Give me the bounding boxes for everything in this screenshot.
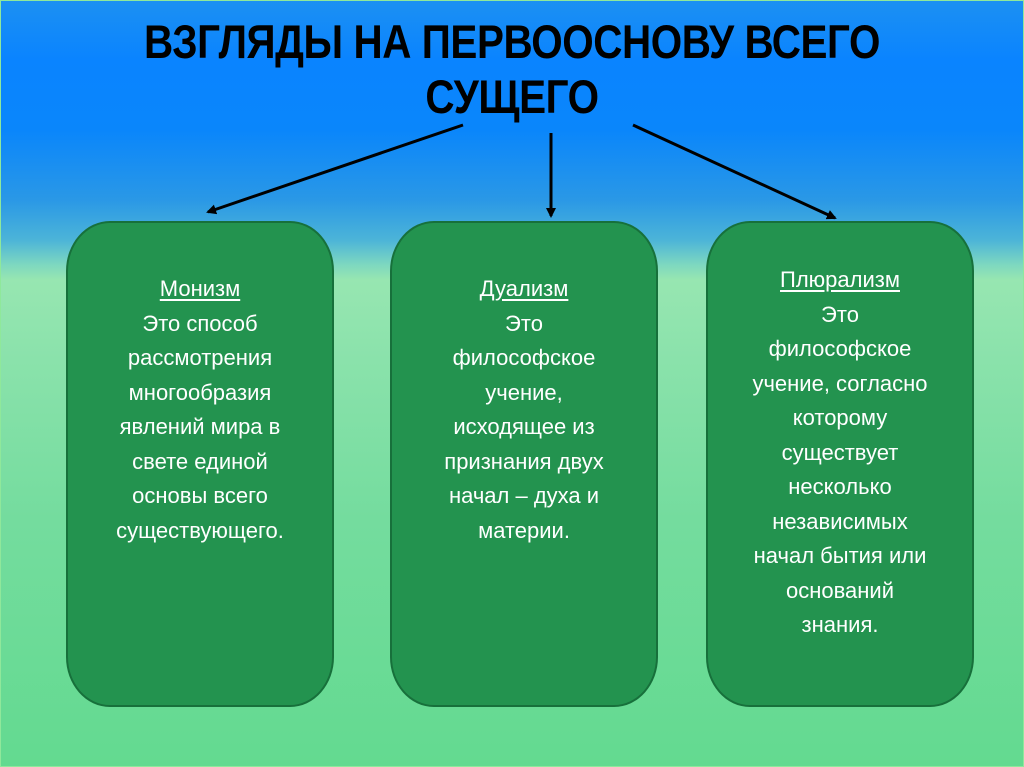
monism-text-line: рассмотрения — [127, 345, 273, 370]
pluralism-heading: Плюрализм — [780, 267, 900, 292]
monism-text-line: свете единой — [132, 448, 268, 474]
dualism-box: Дуализм Это философское учение, исходяще… — [390, 221, 658, 707]
dualism-text-line: признания двух — [444, 448, 604, 474]
monism-text-line: основы всего — [132, 483, 268, 508]
title-line-1: ВЗГЛЯДЫ НА ПЕРВООСНОВУ ВСЕГО — [144, 15, 880, 68]
dualism-text-line: материи. — [478, 517, 570, 543]
pluralism-text-line: существует — [781, 439, 899, 465]
pluralism-text-line: несколько — [788, 474, 892, 499]
pluralism-text-line: начал бытия или — [753, 543, 927, 568]
pluralism-text-line: учение, согласно — [752, 370, 928, 396]
dualism-heading: Дуализм — [479, 276, 569, 301]
pluralism-text-line: философское — [768, 336, 912, 361]
title-line-2: СУЩЕГО — [425, 70, 599, 123]
monism-text-line: существующего. — [116, 517, 284, 543]
monism-text-line: явлений мира в — [119, 414, 281, 439]
slide-title: ВЗГЛЯДЫ НА ПЕРВООСНОВУ ВСЕГО СУЩЕГО — [72, 14, 953, 124]
pluralism-text-line: которому — [792, 405, 888, 430]
dualism-text-line: начал – духа и — [448, 483, 600, 508]
monism-box: Монизм Это способ рассмотрения многообра… — [66, 221, 334, 707]
pluralism-text-line: знания. — [801, 612, 879, 637]
arrow-to-monism — [206, 123, 464, 215]
dualism-text-line: исходящее из — [453, 414, 595, 439]
dualism-text-line: философское — [452, 345, 596, 370]
arrow-to-pluralism — [632, 123, 837, 220]
pluralism-box: Плюрализм Это философское учение, соглас… — [706, 221, 974, 707]
pluralism-text-line: Это — [821, 301, 859, 327]
pluralism-text-line: независимых — [772, 508, 908, 534]
dualism-text-line: учение, — [485, 379, 563, 405]
monism-text-line: многообразия — [128, 379, 272, 405]
dualism-text-line: Это — [505, 310, 543, 336]
pluralism-text-line: оснований — [785, 577, 895, 603]
monism-heading: Монизм — [159, 276, 241, 301]
monism-text-line: Это способ — [142, 310, 258, 336]
